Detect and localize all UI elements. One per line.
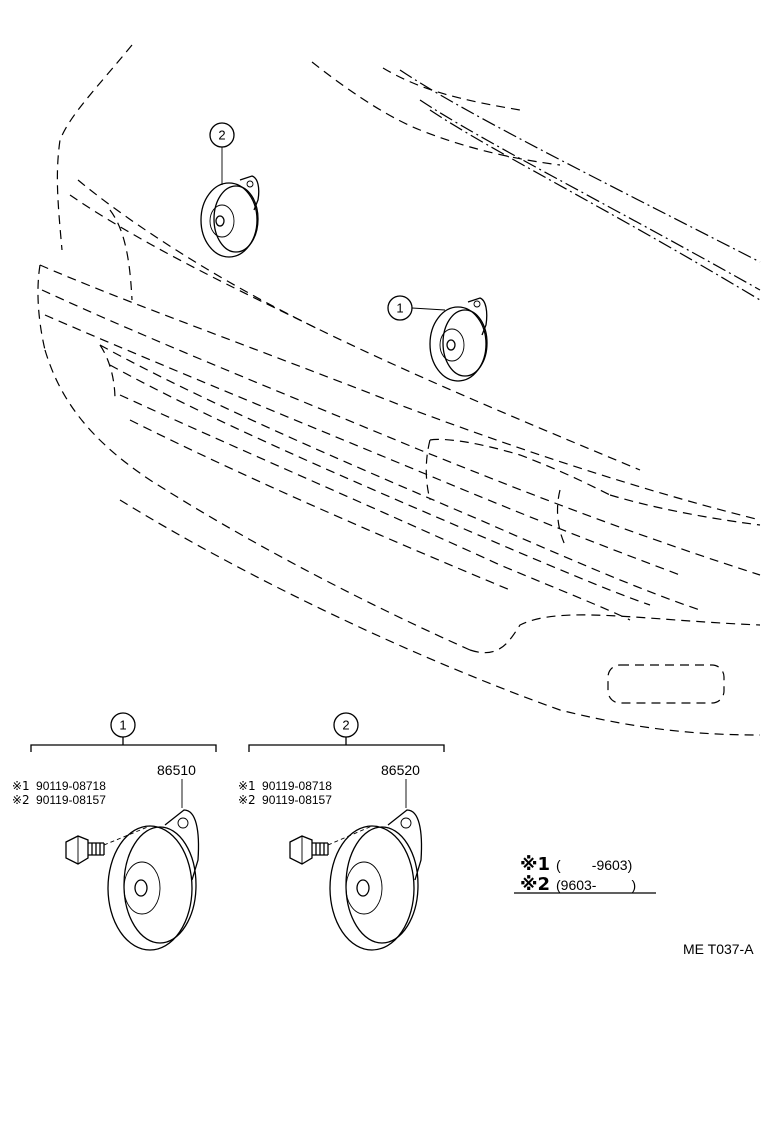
vehicle-front-outline <box>37 44 761 736</box>
callout-horn-1: 1 <box>387 295 446 321</box>
callout-horn-2: 2 <box>209 122 235 185</box>
detail-group-1: 1 86510 ※1 90119-08718 ※2 90119-08157 <box>12 712 217 951</box>
callout-horn-2-number: 2 <box>218 128 225 143</box>
diagram-code: ME T037-A <box>683 941 754 957</box>
group-2-bolt1-part: 90119-08718 <box>262 779 332 793</box>
group-2-number: 2 <box>342 718 349 733</box>
installed-horn-2 <box>200 175 260 258</box>
bolt-group-2 <box>289 835 329 865</box>
callout-horn-1-number: 1 <box>396 301 403 316</box>
svg-text:※1 90119-08718: ※1 90119-08718 <box>238 779 332 793</box>
group-2-bolt1-mark: ※1 <box>238 779 256 793</box>
legend-row2-mark: ※2 <box>520 874 550 895</box>
legend-row1-range: ( -9603) <box>556 857 632 873</box>
group-1-bolt2-mark: ※2 <box>12 793 30 807</box>
group-1-bolt1-part: 90119-08718 <box>36 779 106 793</box>
group-1-number: 1 <box>119 718 126 733</box>
horn-86520-drawing <box>327 809 423 951</box>
group-2-bolt2-part: 90119-08157 <box>262 793 332 807</box>
svg-text:※2 90119-08157: ※2 90119-08157 <box>238 793 332 807</box>
detail-group-2: 2 86520 ※1 90119-08718 ※2 90119-08157 <box>238 712 445 951</box>
legend-row2-range: (9603- ) <box>556 877 636 893</box>
svg-text:※1: ※1 <box>520 854 550 875</box>
group-2-part-number: 86520 <box>381 762 420 778</box>
svg-text:※2 90119-08157: ※2 90119-08157 <box>12 793 106 807</box>
group-1-bolt1-mark: ※1 <box>12 779 30 793</box>
group-2-bolt2-mark: ※2 <box>238 793 256 807</box>
group-1-bolt2-part: 90119-08157 <box>36 793 106 807</box>
bolt-group-1 <box>65 835 105 865</box>
legend-row1-mark: ※1 <box>520 854 550 875</box>
date-range-legend: ※1 ( -9603) ※2 (9603- ) <box>514 854 656 895</box>
installed-horn-1 <box>429 297 488 382</box>
svg-text:※2: ※2 <box>520 874 550 895</box>
svg-text:※1 90119-08718: ※1 90119-08718 <box>12 779 106 793</box>
horn-86510-drawing <box>103 809 200 951</box>
group-1-part-number: 86510 <box>157 762 196 778</box>
